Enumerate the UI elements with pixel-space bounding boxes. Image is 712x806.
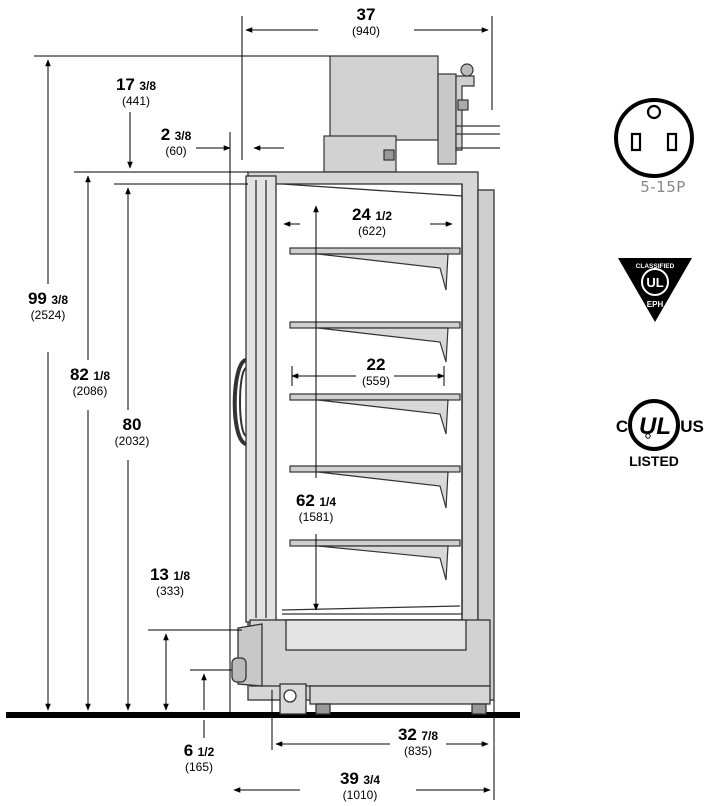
dim-metric: (441) — [121, 93, 150, 108]
ul-eph-classified-icon — [618, 258, 692, 322]
dim-frac: 1/8 — [93, 369, 111, 383]
ul-listed-us-text: US — [680, 417, 704, 436]
compressor-unit — [323, 55, 500, 173]
dim-metric: (835) — [403, 743, 432, 758]
dim-main: 82 — [69, 365, 89, 384]
dim-metric: (165) — [184, 759, 213, 774]
dim-compressor-height: 17 3/8 (441) — [96, 76, 176, 107]
shelf — [289, 465, 461, 509]
shelf — [289, 393, 461, 435]
dim-frac: 1/2 — [197, 745, 215, 759]
floor-line — [6, 712, 520, 718]
dim-main: 99 — [27, 289, 47, 308]
dim-metric: (333) — [155, 583, 184, 598]
dim-frac: 3/8 — [139, 79, 157, 93]
ul-listed-icon — [628, 399, 680, 451]
dimension-lines — [34, 16, 495, 800]
ul-listed-ul-text: UL — [639, 413, 671, 440]
plug-type-label: 5-15P — [640, 178, 686, 196]
dim-overall-height: 99 3/8 (2524) — [8, 290, 88, 321]
shelf — [289, 539, 461, 581]
dim-metric: (2524) — [30, 307, 66, 322]
eph-ul-text: UL — [646, 275, 663, 290]
dim-main: 80 — [122, 415, 142, 434]
dim-top-offset: 2 3/8 (60) — [146, 126, 206, 157]
dim-frac: 7/8 — [421, 729, 439, 743]
shelf — [289, 321, 461, 363]
dim-bottom-height: 13 1/8 (333) — [130, 566, 210, 597]
eph-bottom-text: EPH — [647, 300, 664, 309]
shelf — [289, 247, 461, 291]
dim-main: 39 — [339, 769, 359, 788]
dim-main: 24 — [351, 205, 371, 224]
dim-top-width: 37 (940) — [326, 6, 406, 37]
dim-frac: 1/8 — [173, 569, 191, 583]
ul-listed-bottom-text: LISTED — [629, 453, 679, 469]
dim-main: 37 — [356, 5, 376, 24]
dim-frac: 1/2 — [375, 209, 393, 223]
ul-listed-c-text: C — [616, 417, 628, 436]
dim-main: 17 — [115, 75, 135, 94]
eph-top-text: CLASSIFIED — [636, 263, 675, 270]
dim-interior-width: 24 1/2 (622) — [322, 206, 422, 237]
dim-metric: (2032) — [114, 433, 150, 448]
dim-interior-height: 62 1/4 (1581) — [276, 492, 356, 523]
cabinet-base — [231, 619, 491, 715]
dim-main: 62 — [295, 491, 315, 510]
dim-frac: 3/4 — [363, 773, 381, 787]
dim-metric: (60) — [165, 143, 187, 158]
dim-base-depth: 32 7/8 (835) — [376, 726, 460, 757]
dim-metric: (1010) — [342, 787, 378, 802]
dim-metric: (940) — [351, 23, 380, 38]
dim-kick-height: 6 1/2 (165) — [164, 742, 234, 773]
dim-overall-depth: 39 3/4 (1010) — [312, 770, 408, 801]
dim-metric: (622) — [357, 223, 386, 238]
dim-door-height: 80 (2032) — [92, 416, 172, 447]
dim-main: 13 — [149, 565, 169, 584]
dim-frac: 3/8 — [51, 293, 69, 307]
dim-main: 6 — [183, 741, 194, 760]
plug-5-15p-icon — [614, 98, 694, 178]
dim-frac: 3/8 — [174, 129, 192, 143]
dim-shelf-width: 22 (559) — [336, 356, 416, 387]
dim-main: 32 — [397, 725, 417, 744]
shelves — [281, 247, 461, 611]
dim-cabinet-height: 82 1/8 (2086) — [50, 366, 130, 397]
dim-metric: (1581) — [298, 509, 334, 524]
dim-main: 22 — [366, 355, 386, 374]
dim-metric: (559) — [361, 373, 390, 388]
cabinet-door — [232, 175, 277, 623]
dim-metric: (2086) — [72, 383, 108, 398]
dim-main: 2 — [160, 125, 171, 144]
dim-frac: 1/4 — [319, 495, 337, 509]
